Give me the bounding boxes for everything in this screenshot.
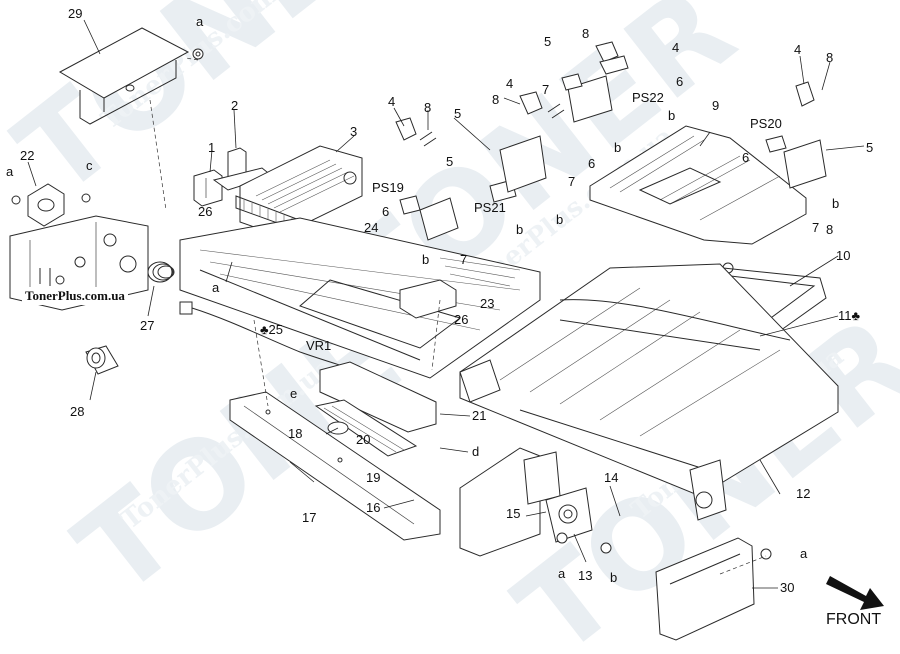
callout-26-mid: 26 bbox=[454, 312, 468, 327]
callout-19: 19 bbox=[366, 470, 380, 485]
site-label: TonerPlus.com.ua bbox=[22, 287, 128, 305]
part-2-bracket bbox=[212, 147, 274, 191]
callout-6-ps20: 6 bbox=[742, 150, 749, 165]
callout-8-mid: 8 bbox=[492, 92, 499, 107]
callout-29: 29 bbox=[68, 6, 82, 21]
callout-6-mid: 6 bbox=[588, 156, 595, 171]
callout-a-cover: a bbox=[800, 546, 808, 561]
callout-7-left: 7 bbox=[460, 252, 467, 267]
callout-23: 23 bbox=[480, 296, 494, 311]
part-1-bracket bbox=[193, 169, 223, 207]
part-sensor-ps21 bbox=[489, 91, 565, 203]
callout-a-top: a bbox=[196, 14, 204, 29]
callout-b-ps21: b bbox=[556, 212, 563, 227]
part-sensor-ps20 bbox=[765, 81, 827, 189]
callout-c: c bbox=[86, 158, 93, 173]
callout-4-ps22: 4 bbox=[672, 40, 679, 55]
callout-5-left: 5 bbox=[446, 154, 453, 169]
callout-a-mid: a bbox=[212, 280, 220, 295]
callout-14: 14 bbox=[604, 470, 618, 485]
part-29-cover bbox=[58, 27, 190, 125]
callout-11: 11♣ bbox=[838, 308, 860, 323]
callout-a-left: a bbox=[6, 164, 14, 179]
callout-8-ps20: 8 bbox=[826, 50, 833, 65]
callout-vr1: VR1 bbox=[306, 338, 331, 353]
callout-27: 27 bbox=[140, 318, 154, 333]
callout-10: 10 bbox=[836, 248, 850, 263]
callout-30: 30 bbox=[780, 580, 794, 595]
callout-25: ♣25 bbox=[260, 322, 283, 337]
callout-d: d bbox=[472, 444, 479, 459]
part-sensor-ps19 bbox=[395, 117, 459, 241]
callout-18: 18 bbox=[288, 426, 302, 441]
front-label: FRONT bbox=[826, 611, 882, 628]
callout-8-left: 8 bbox=[424, 100, 431, 115]
callout-b-ps19: b bbox=[422, 252, 429, 267]
front-arrow-icon bbox=[826, 576, 884, 610]
part-27-spring bbox=[147, 261, 175, 283]
callout-17: 17 bbox=[302, 510, 316, 525]
screw-a-top bbox=[192, 48, 204, 60]
callout-26-left: 26 bbox=[198, 204, 212, 219]
callout-4-left: 4 bbox=[388, 94, 395, 109]
callout-7-mid: 7 bbox=[568, 174, 575, 189]
callout-28: 28 bbox=[70, 404, 84, 419]
callout-5-ps22: 5 bbox=[544, 34, 551, 49]
leader-lines bbox=[27, 19, 865, 589]
callout-e: e bbox=[290, 386, 297, 401]
callout-ps20: PS20 bbox=[750, 116, 782, 131]
callout-12: 12 bbox=[796, 486, 810, 501]
part-13-15-drive bbox=[459, 447, 612, 557]
callout-4-ps20: 4 bbox=[794, 42, 801, 57]
callout-16: 16 bbox=[366, 500, 380, 515]
callout-20: 20 bbox=[356, 432, 370, 447]
callout-b-drive: b bbox=[610, 570, 617, 585]
callout-3: 3 bbox=[350, 124, 357, 139]
callout-8-ps22: 8 bbox=[582, 26, 589, 41]
part-left-frame bbox=[9, 215, 149, 311]
callout-1: 1 bbox=[208, 140, 215, 155]
callout-5-mid: 5 bbox=[454, 106, 461, 121]
callout-24: 24 bbox=[364, 220, 378, 235]
callout-22: 22 bbox=[20, 148, 34, 163]
callout-ps22: PS22 bbox=[632, 90, 664, 105]
part-11-cable bbox=[559, 299, 791, 341]
callout-8-ps20-2: 8 bbox=[826, 222, 833, 237]
callouts: 29 a 2 1 22 c a 26 3 4 8 5 PS19 6 24 b 7… bbox=[6, 6, 873, 595]
part-sensor-ps22 bbox=[561, 41, 629, 123]
part-22-motor bbox=[11, 183, 91, 227]
part-30-side-cover bbox=[655, 537, 772, 641]
alignment-lines bbox=[149, 57, 767, 575]
callout-b-rail: b bbox=[516, 222, 523, 237]
callout-13: 13 bbox=[578, 568, 592, 583]
callout-2: 2 bbox=[231, 98, 238, 113]
callout-21: 21 bbox=[472, 408, 486, 423]
part-28-roller bbox=[85, 345, 119, 375]
callout-4-mid: 4 bbox=[506, 76, 513, 91]
callout-7-ps20: 7 bbox=[812, 220, 819, 235]
callout-9: 9 bbox=[712, 98, 719, 113]
callout-6-ps22: 6 bbox=[676, 74, 683, 89]
callout-ps21: PS21 bbox=[474, 200, 506, 215]
callout-b-ps22: b bbox=[668, 108, 675, 123]
callout-6-left: 6 bbox=[382, 204, 389, 219]
callout-b-ps22-2: b bbox=[614, 140, 621, 155]
callout-7-ps22: 7 bbox=[542, 82, 549, 97]
part-main-frame bbox=[179, 217, 541, 379]
part-9-right-tray bbox=[589, 125, 807, 245]
callout-5-ps20: 5 bbox=[866, 140, 873, 155]
callout-b-ps20: b bbox=[832, 196, 839, 211]
part-12-base bbox=[459, 263, 839, 521]
callout-ps19: PS19 bbox=[372, 180, 404, 195]
callout-15: 15 bbox=[506, 506, 520, 521]
part-19-21-rail bbox=[314, 361, 437, 457]
callout-a-drive: a bbox=[558, 566, 566, 581]
